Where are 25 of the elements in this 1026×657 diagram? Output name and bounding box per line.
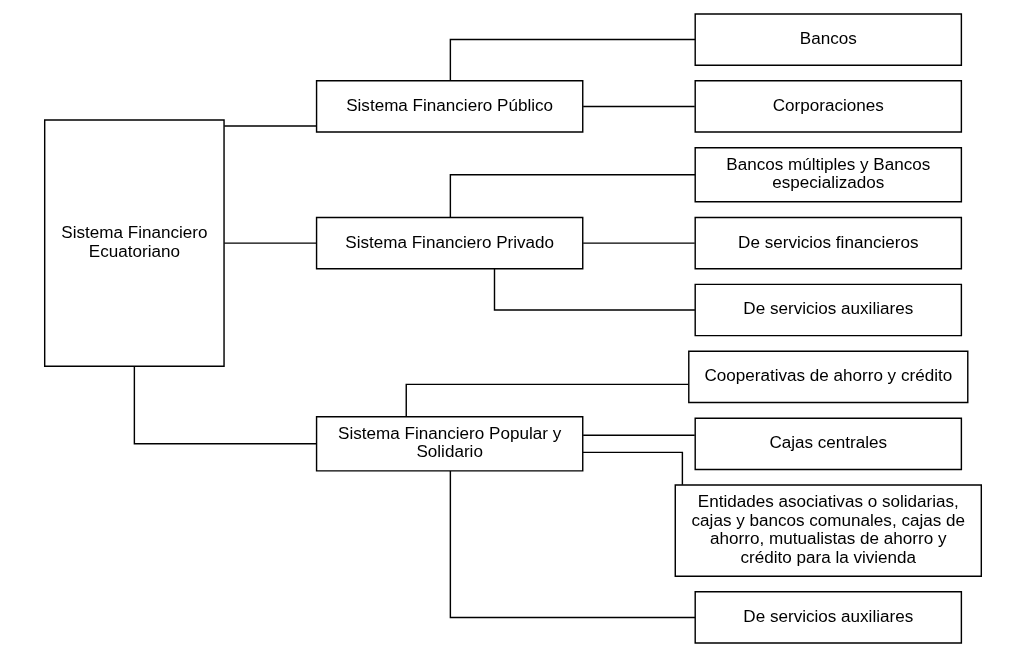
connector: [133, 366, 318, 445]
connector: [582, 451, 684, 486]
node-box: Corporaciones: [694, 80, 963, 133]
connector: [449, 174, 696, 218]
node-box: Sistema Financiero Privado: [315, 216, 584, 270]
node-box: De servicios auxiliares: [694, 283, 963, 337]
node-box: Bancos múltiples y Bancos especializados: [694, 147, 963, 203]
connector: [582, 105, 696, 108]
node-box: De servicios auxiliares: [694, 591, 963, 644]
connector: [405, 383, 690, 417]
connector: [582, 242, 696, 244]
connector: [449, 38, 696, 82]
node-box: Sistema Financiero Popular y Solidario: [315, 416, 584, 472]
node-box: Sistema Financiero Público: [315, 80, 584, 133]
node-box: Cajas centrales: [694, 417, 963, 471]
connector: [493, 268, 696, 311]
node-box: Entidades asociativas o solidarias, cajas y bancos comunales, cajas de ahorro, mutualistas de ahorro y crédito para la vivienda: [674, 484, 982, 577]
node-box: Bancos: [694, 13, 963, 66]
connector: [223, 125, 317, 127]
node-box: De servicios financieros: [694, 216, 963, 270]
node-box: Cooperativas de ahorro y crédito: [688, 350, 969, 404]
connector: [582, 434, 696, 436]
connector: [223, 242, 317, 244]
connector: [449, 470, 696, 619]
node-box: Sistema Financiero Ecuatoriano: [44, 119, 225, 367]
